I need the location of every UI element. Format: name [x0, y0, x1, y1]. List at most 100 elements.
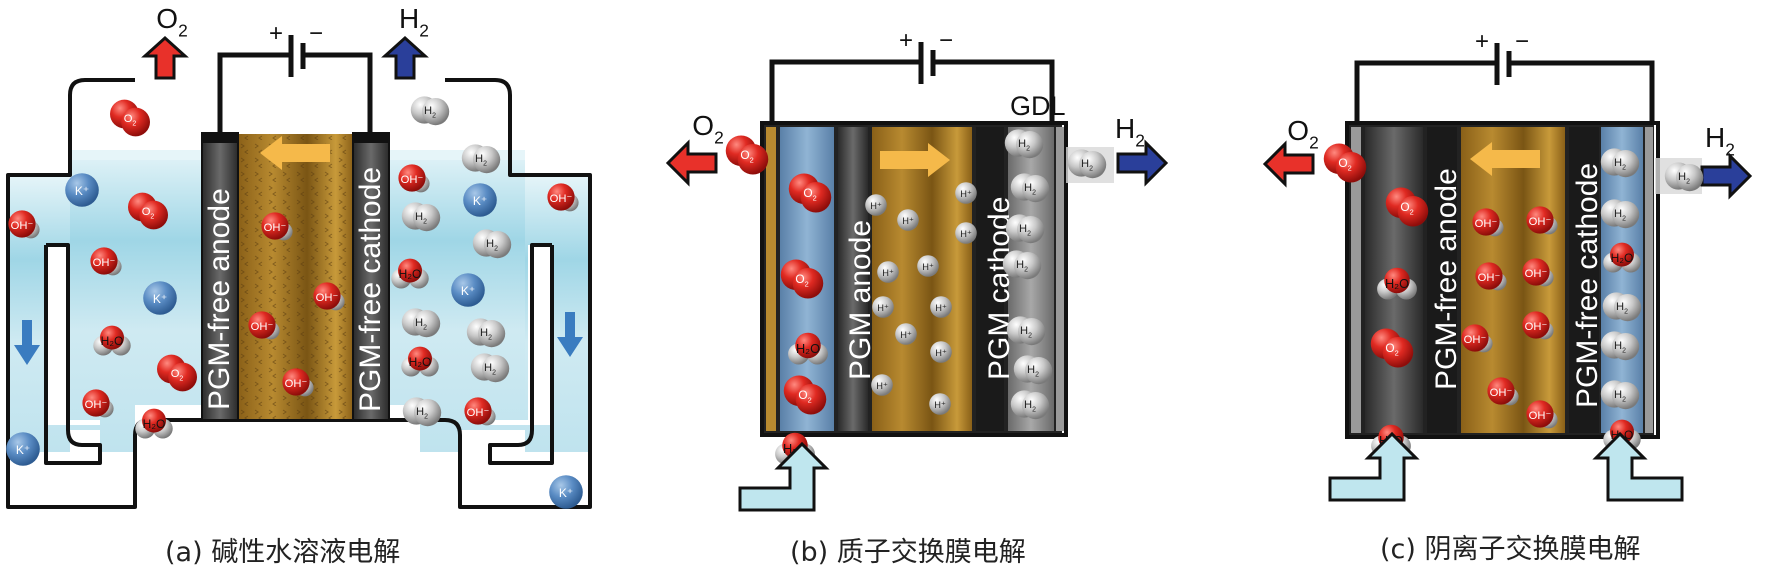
hydrogen-out-arrow: [381, 35, 429, 80]
molecule-kplus: K⁺: [549, 475, 583, 509]
hydrogen-out-label: H2: [1705, 122, 1735, 159]
circuit-wire: [217, 52, 373, 133]
oxygen-atom: [82, 389, 110, 417]
molecule-ohminus: OH⁻: [1522, 311, 1554, 340]
formula-label: H2: [1020, 325, 1032, 339]
ion-flow-arrow: [880, 143, 950, 177]
molecule-hplus: H⁺: [871, 374, 893, 396]
formula-label: H₂O: [409, 355, 432, 369]
hydrogen-atom: [1612, 382, 1640, 410]
oxygen-atom: [1526, 206, 1554, 234]
molecule-o2: O2: [110, 99, 150, 137]
formula-label: OH⁻: [85, 399, 108, 411]
anode-label: PGM anode: [844, 220, 877, 380]
battery-plus-label: +: [899, 27, 913, 54]
battery-plus-label: +: [269, 20, 283, 47]
molecule-hplus: H⁺: [955, 182, 977, 204]
formula-label: H2: [1016, 259, 1028, 273]
molecule-ohminus: OH⁻: [82, 389, 114, 418]
oxygen-atom: [1335, 151, 1367, 183]
cathode-plate: [1056, 127, 1064, 431]
oxygen-out-label: O2: [156, 3, 187, 40]
hydrogen-atom: [478, 320, 506, 348]
formula-label: K⁺: [75, 184, 89, 198]
battery-icon: +−: [269, 20, 323, 77]
molecule-h2: H2: [402, 397, 442, 427]
oxygen-atom: [792, 267, 824, 299]
formula-label: H⁺: [960, 229, 972, 239]
molecule-o2: O2: [788, 173, 832, 213]
molecule-hplus: H⁺: [895, 323, 917, 345]
formula-label: K⁺: [16, 443, 30, 457]
formula-label: H2: [415, 211, 427, 225]
proton: [930, 341, 952, 363]
molecule-h2: H2: [401, 202, 441, 232]
formula-label: H⁺: [935, 303, 947, 313]
formula-label: H⁺: [960, 189, 972, 199]
molecule-h2: H2: [1600, 148, 1640, 178]
formula-label: K⁺: [153, 292, 167, 306]
molecule-h2o: H₂O: [401, 346, 439, 377]
oxygen-atom: [100, 325, 124, 350]
hydrogen-atom: [414, 399, 442, 427]
formula-label: H2: [1614, 208, 1626, 222]
formula-label: H2: [475, 153, 487, 167]
proton: [955, 182, 977, 204]
oxygen-atom: [1487, 377, 1515, 405]
oxygen-atom: [795, 332, 821, 359]
oxygen-out-label: O2: [692, 110, 723, 147]
formula-label: H2: [1614, 389, 1626, 403]
battery-minus-label: −: [1515, 28, 1529, 55]
oxygen-atom: [282, 368, 310, 396]
molecule-ohminus: OH⁻: [398, 164, 430, 193]
formula-label: OH⁻: [93, 257, 116, 269]
oxygen-atom: [1522, 311, 1550, 339]
molecule-h2: H2: [461, 144, 501, 174]
formula-label: OH⁻: [1525, 321, 1548, 333]
molecule-o2: O2: [1323, 143, 1367, 183]
molecule-h2: H2: [1600, 331, 1640, 361]
formula-label: O2: [171, 368, 184, 382]
formula-label: H2: [1019, 223, 1031, 237]
molecule-h2: H2: [401, 308, 441, 338]
formula-label: O2: [795, 272, 808, 289]
anode-cap: [202, 133, 238, 143]
potassium-ion: [463, 183, 497, 217]
oxygen-atom: [398, 258, 422, 283]
potassium-ion: [6, 432, 40, 466]
potassium-ion: [143, 281, 177, 315]
proton: [871, 374, 893, 396]
hydrogen-atom: [1018, 318, 1046, 346]
anode-plate: [1351, 127, 1361, 433]
formula-label: H₂O: [1385, 276, 1409, 291]
formula-label: H2: [416, 406, 428, 420]
hydrogen-atom: [1014, 252, 1042, 280]
molecule-hplus: H⁺: [872, 296, 894, 318]
formula-label: OH⁻: [285, 378, 308, 390]
formula-label: H⁺: [882, 268, 894, 278]
formula-label: H⁺: [870, 201, 882, 211]
molecule-o2: O2: [1385, 187, 1429, 227]
formula-label: OH⁻: [1475, 218, 1498, 230]
formula-label: O2: [142, 206, 155, 220]
formula-label: H2: [484, 362, 496, 376]
molecule-h2: H2: [410, 96, 450, 126]
molecule-h2: H2: [466, 318, 506, 348]
cathode-catalyst: [1569, 127, 1599, 433]
oxygen-atom: [1526, 400, 1554, 428]
molecule-h2o: H₂O: [788, 332, 828, 365]
anode-label: PGM-free anode: [1430, 168, 1463, 390]
cell-outline: [760, 121, 1068, 437]
formula-label: OH⁻: [401, 174, 424, 186]
formula-label: OH⁻: [11, 220, 34, 232]
molecule-o2: O2: [1370, 328, 1414, 368]
circuit-wire: [1354, 60, 1655, 123]
caption-a: (a) 碱性水溶液电解: [165, 537, 401, 568]
oxygen-atom: [121, 107, 150, 137]
proton: [930, 296, 952, 318]
molecule-o2: O2: [127, 192, 169, 230]
caption-b: (b) 质子交换膜电解: [790, 537, 1026, 568]
formula-label: H⁺: [877, 303, 889, 313]
formula-label: H2: [486, 238, 498, 252]
formula-label: O2: [124, 113, 137, 127]
